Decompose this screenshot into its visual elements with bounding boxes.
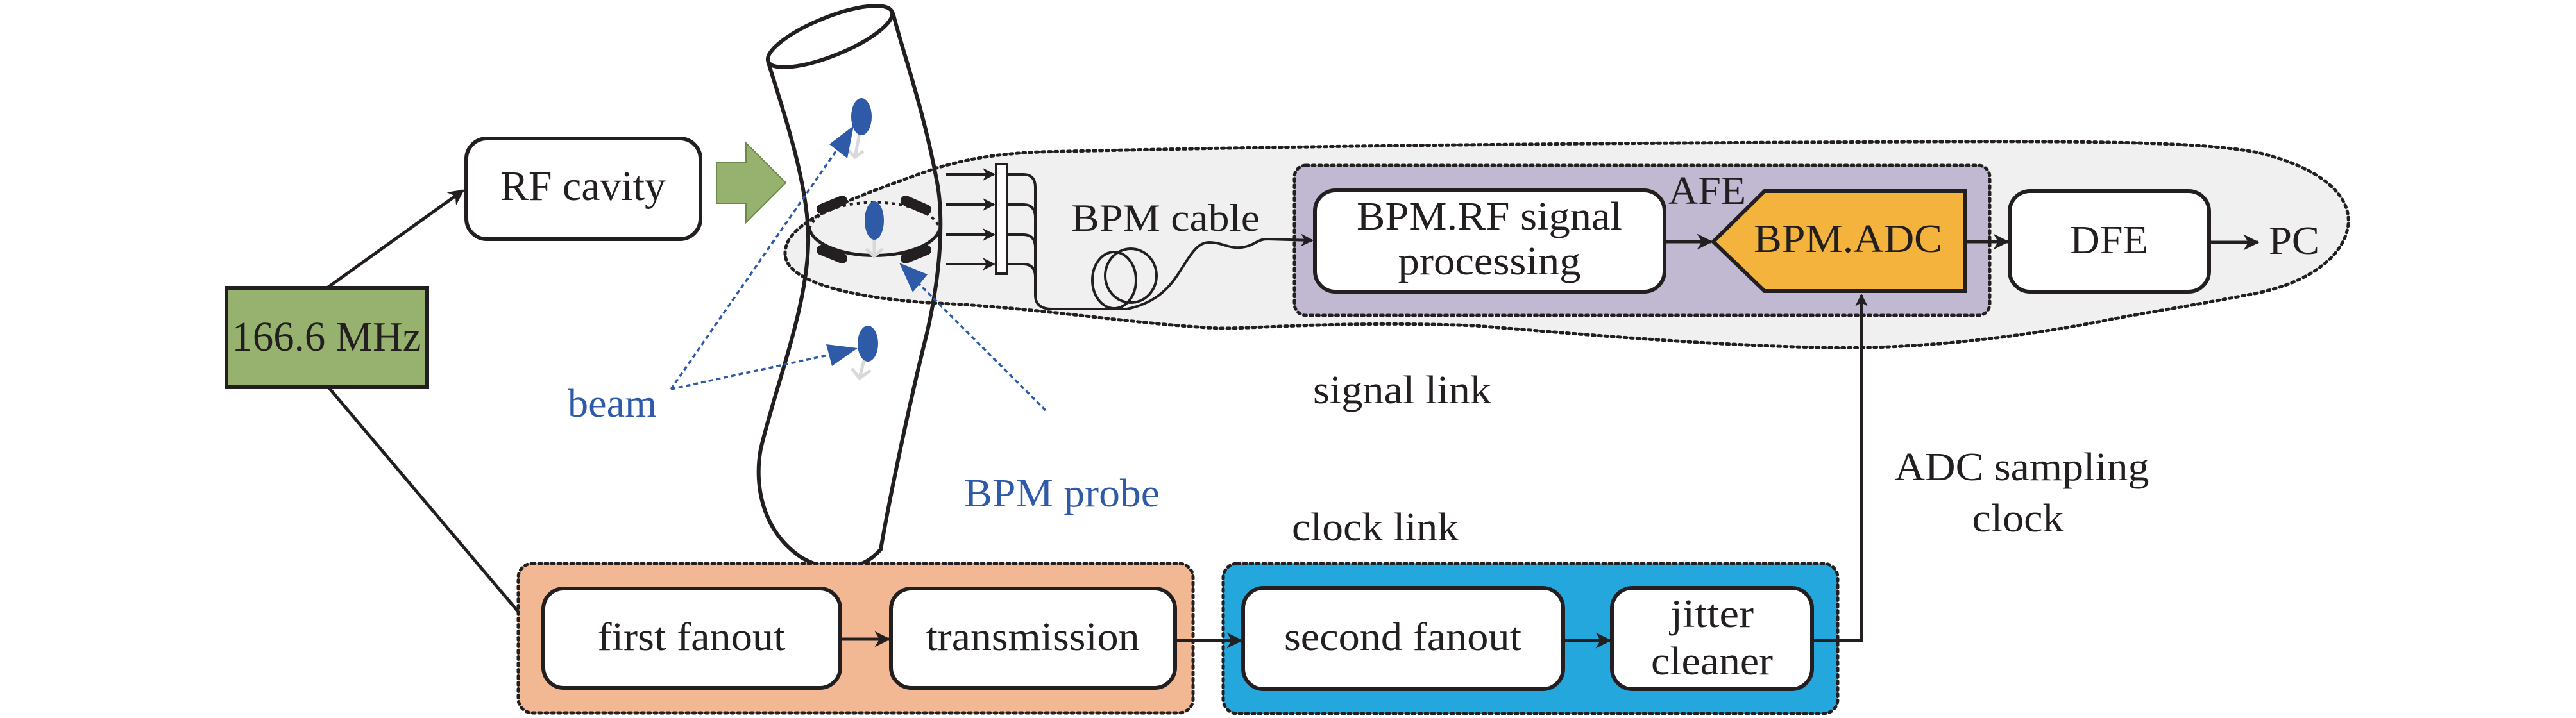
rf-cavity-label: RF cavity [500,163,666,210]
bpm-adc-label: BPM.ADC [1754,217,1942,261]
beam-pointer [670,126,858,390]
beam-bunch-bottom [851,326,878,381]
second-fanout-box[interactable] [1241,586,1565,691]
beam-bunch-middle [865,201,884,259]
afe-label: AFE [1668,169,1746,213]
transmission-label: transmission [926,615,1140,659]
bpm-probe-label: BPM probe [964,472,1160,515]
bpm-probe-ring [808,196,942,263]
source-166-mhz-box[interactable] [225,286,429,389]
transmission-box[interactable] [889,587,1177,690]
adc-sampling-clock-line [1812,294,1868,642]
connector-bar [995,163,1008,275]
source-166-mhz-label: 166.6 MHz [232,313,421,360]
dfe-label: DFE [2070,219,2148,262]
jitter-cleaner-box[interactable] [1610,586,1814,691]
adc-sampling-clock-line1: ADC sampling [1895,446,2149,489]
source-to-first-fanout-arrow [327,386,543,640]
probe-pad-bottom-left [817,245,847,263]
bpm-cable [1091,233,1314,310]
beam-bunch-top [845,98,872,160]
rf-to-beam-arrow [716,141,787,224]
rf-cavity-box[interactable] [464,137,702,241]
beam-label: beam [568,382,657,426]
clock-link-label: clock link [1292,506,1459,549]
pickup-signals [946,163,1127,310]
bpm-rf-processing-line1: BPM.RF signal [1357,195,1622,238]
probe-pointer [899,263,1047,412]
pc-label: PC [2269,219,2319,263]
first-fanout-label: first fanout [598,615,786,659]
pipe-top-ellipse [765,4,895,69]
jitter-cleaner-line2: cleaner [1651,640,1773,683]
signal-link-label: signal link [1313,369,1491,412]
source-to-rf-cavity-arrow [326,188,465,290]
bpm-cable-label: BPM cable [1071,197,1260,239]
probe-pad-bottom-right [901,245,931,263]
probe-pad-top-left [817,196,847,214]
probe-pad-top-right [901,196,931,215]
second-fanout-label: second fanout [1284,615,1521,659]
bpm-rf-processing-line2: processing [1398,240,1581,283]
adc-sampling-clock-line2: clock [1972,497,2064,540]
jitter-cleaner-line1: jitter [1669,592,1754,636]
